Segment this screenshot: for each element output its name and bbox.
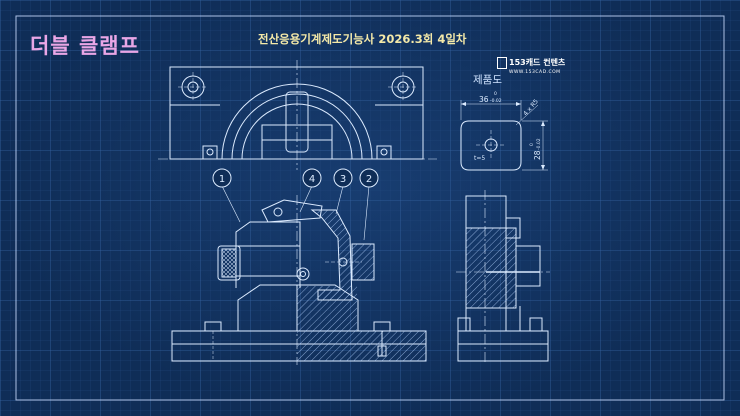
balloon-2: 2 [366,174,372,185]
dim-width: 36 [479,95,489,104]
top-view [158,60,437,170]
dim-height-tol-upper: 0 [529,143,535,146]
product-plate-view [460,100,548,171]
drawing-frame [15,15,725,401]
dim-height: 28 [533,150,542,160]
front-view [171,185,427,365]
exam-title: 전산응용기계제도기능사 2026.3회 4일차 [258,32,467,46]
thickness-note: t=5 [474,155,485,162]
product-view-label: 제품도 [473,74,502,86]
balloon-4: 4 [309,174,315,185]
balloon-2-circle [359,168,379,188]
dim-width-tol-lower: -0.02 [490,98,502,104]
dim-width-tol-upper: 0 [494,91,497,97]
side-view [456,190,550,365]
balloon-1: 1 [219,174,225,185]
dim-height-tol-lower: -0.02 [536,138,542,150]
balloon-1-circle [212,168,232,188]
logo-icon [497,56,507,69]
drawing-title: 더블 클램프 [30,34,140,58]
balloon-3-circle [333,168,353,188]
balloon-3: 3 [340,174,346,185]
logo-text: 153캐드 컨텐츠 [509,58,566,67]
logo-url: WWW.153CAD.COM [509,70,561,75]
balloon-4-circle [302,168,322,188]
brand-logo: 153캐드 컨텐츠 WWW.153CAD.COM [497,52,565,75]
